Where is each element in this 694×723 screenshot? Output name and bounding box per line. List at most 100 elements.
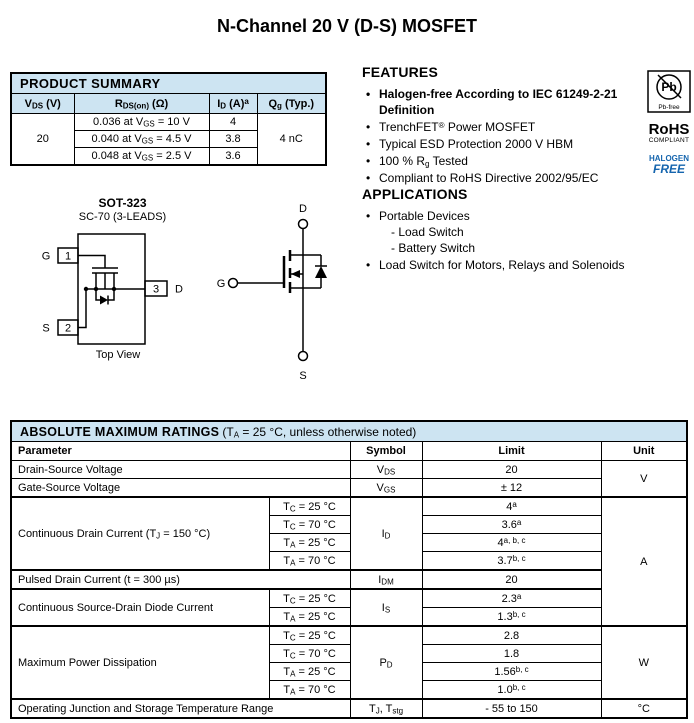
applications-heading: APPLICATIONS <box>362 186 468 202</box>
drain-label: D <box>299 203 307 215</box>
amr-condition: TA = 70 °C <box>268 551 351 571</box>
ps-rds-value: 0.048 at VGS = 2.5 V <box>73 147 210 166</box>
rohs-label: RoHS <box>648 121 690 138</box>
amr-limit: 1.0b, c <box>421 680 602 700</box>
amr-parameter: Maximum Power Dissipation <box>10 625 270 700</box>
amr-limit: ± 12 <box>421 478 602 498</box>
amr-limit: 1.3b, c <box>421 607 602 627</box>
feature-item: Halogen-free According to IEC 61249-2-21… <box>362 86 654 118</box>
amr-limit: 2.8 <box>421 625 602 645</box>
amr-limit: 4a, b, c <box>421 533 602 552</box>
pb-free-caption: Pb-free <box>658 104 680 111</box>
abs-max-table: ABSOLUTE MAXIMUM RATINGS (TA = 25 °C, un… <box>10 420 689 719</box>
amr-unit: A <box>600 496 688 627</box>
amr-limit: 20 <box>421 460 602 479</box>
features-list: Halogen-free According to IEC 61249-2-21… <box>362 86 654 186</box>
ps-col-header-0: VDS (V) <box>10 93 75 114</box>
ps-id-value: 3.6 <box>208 147 258 166</box>
pin-label-drain: D <box>175 284 183 296</box>
application-subitem: - Battery Switch <box>391 241 476 255</box>
application-item: Load Switch for Motors, Relays and Solen… <box>362 257 662 273</box>
package-diagram: 1 G 2 S 3 D Top View <box>42 233 183 361</box>
amr-condition: TC = 25 °C <box>268 588 351 608</box>
table-row: Continuous Drain Current (TJ = 150 °C)TC… <box>10 496 688 627</box>
package-subtitle: SC-70 (3-LEADS) <box>78 211 167 223</box>
amr-limit: 4a <box>421 496 602 516</box>
ps-col-header-1: RDS(on) (Ω) <box>73 93 210 114</box>
ps-rds-value: 0.040 at VGS = 4.5 V <box>73 130 210 148</box>
applications-section: APPLICATIONS Portable Devices- Load Swit… <box>362 186 662 274</box>
ps-id-value: 3.8 <box>208 130 258 148</box>
amr-unit: °C <box>600 698 688 719</box>
amr-symbol: IS <box>349 588 423 627</box>
amr-limit: 20 <box>421 569 602 590</box>
amr-parameter: Pulsed Drain Current (t = 300 µs) <box>10 569 351 590</box>
amr-note: (TA = 25 °C, unless otherwise noted) <box>222 424 417 439</box>
mosfet-symbol: D S G <box>217 203 327 382</box>
amr-symbol: VDS <box>349 460 423 479</box>
amr-symbol: TJ, Tstg <box>349 698 423 719</box>
ps-col-header-2: ID (A)a <box>208 93 258 114</box>
amr-limit: 3.6a <box>421 515 602 534</box>
application-item: Portable Devices- Load Switch- Battery S… <box>362 208 662 256</box>
amr-unit: V <box>600 460 688 498</box>
amr-limit: 1.8 <box>421 644 602 663</box>
ps-id-value: 4 <box>208 113 258 131</box>
amr-parameter: Operating Junction and Storage Temperatu… <box>10 698 351 719</box>
amr-parameter: Continuous Source-Drain Diode Current <box>10 588 270 627</box>
gate-label: G <box>217 278 226 290</box>
features-section: FEATURES Halogen-free According to IEC 6… <box>362 64 654 187</box>
pin-label-gate: G <box>42 251 51 263</box>
pin1-number: 1 <box>65 251 71 263</box>
amr-symbol: IDM <box>349 569 423 590</box>
feature-item: TrenchFET® Power MOSFET <box>362 119 654 135</box>
amr-limit: 3.7b, c <box>421 551 602 571</box>
amr-condition: TC = 70 °C <box>268 644 351 663</box>
amr-condition: TA = 25 °C <box>268 607 351 627</box>
amr-condition: TA = 70 °C <box>268 680 351 700</box>
pin3-number: 3 <box>153 284 159 296</box>
amr-parameter: Drain-Source Voltage <box>10 460 351 479</box>
compliant-label: COMPLIANT <box>648 137 690 144</box>
amr-condition: TA = 25 °C <box>268 533 351 552</box>
ps-qg-value: 4 nC <box>256 113 327 166</box>
feature-item: 100 % Rg Tested <box>362 153 654 169</box>
top-view-caption: Top View <box>96 349 140 361</box>
compliance-badge: Pb Pb-free RoHS COMPLIANT HALOGEN FREE <box>645 70 693 176</box>
table-row: TA = 25 °C 4a, b, c <box>11 533 687 552</box>
amr-condition: TA = 25 °C <box>268 662 351 681</box>
feature-item: Compliant to RoHS Directive 2002/95/EC <box>362 170 654 186</box>
internal-mosfet-drawing <box>78 254 145 329</box>
amr-limit: 2.3a <box>421 588 602 608</box>
amr-col-unit: Unit <box>600 441 688 461</box>
amr-condition: TC = 70 °C <box>268 515 351 534</box>
amr-limit: 1.56b, c <box>421 662 602 681</box>
free-label: FREE <box>652 162 685 176</box>
application-subitem: - Load Switch <box>391 225 464 239</box>
amr-symbol: ID <box>349 496 423 571</box>
amr-symbol: VGS <box>349 478 423 498</box>
ps-col-header-3: Qg (Typ.) <box>256 93 327 114</box>
table-row: Operating Junction and Storage Temperatu… <box>10 698 688 719</box>
amr-col-symbol: Symbol <box>349 441 423 461</box>
table-row: TA = 25 °C 1.3b, c <box>11 607 687 627</box>
ps-rds-value: 0.036 at VGS = 10 V <box>73 113 210 131</box>
pin-label-source: S <box>42 323 49 335</box>
source-label: S <box>299 370 306 382</box>
applications-list: Portable Devices- Load Switch- Battery S… <box>362 208 662 273</box>
ps-vds-value: 20 <box>10 113 75 166</box>
product-summary-title: PRODUCT SUMMARY <box>10 72 327 94</box>
amr-unit: W <box>600 625 688 700</box>
amr-title: ABSOLUTE MAXIMUM RATINGS <box>20 424 220 439</box>
pin2-number: 2 <box>65 323 71 335</box>
amr-limit: - 55 to 150 <box>421 698 602 719</box>
